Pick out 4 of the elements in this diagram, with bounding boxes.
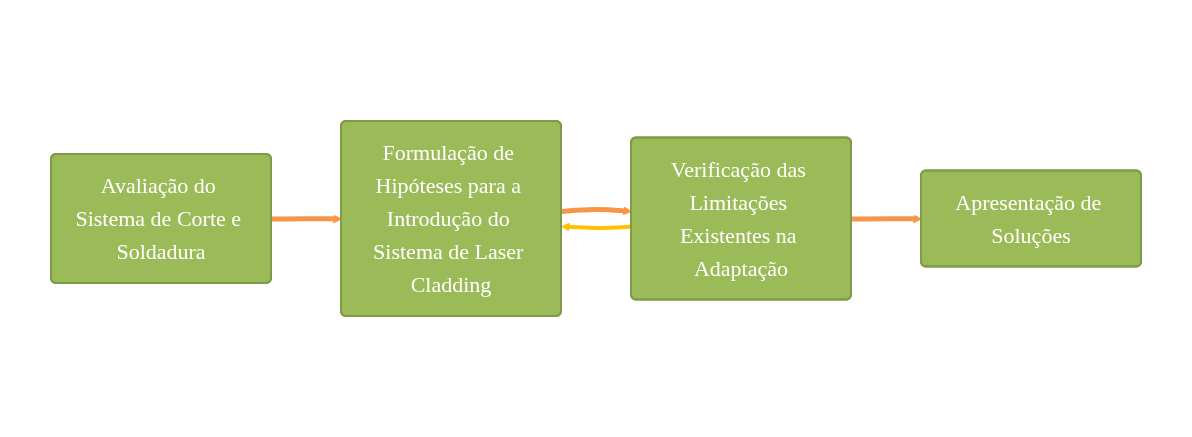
arrow (561, 206, 632, 216)
arrow (271, 214, 342, 224)
arrow (561, 222, 632, 232)
arrow (851, 214, 922, 224)
